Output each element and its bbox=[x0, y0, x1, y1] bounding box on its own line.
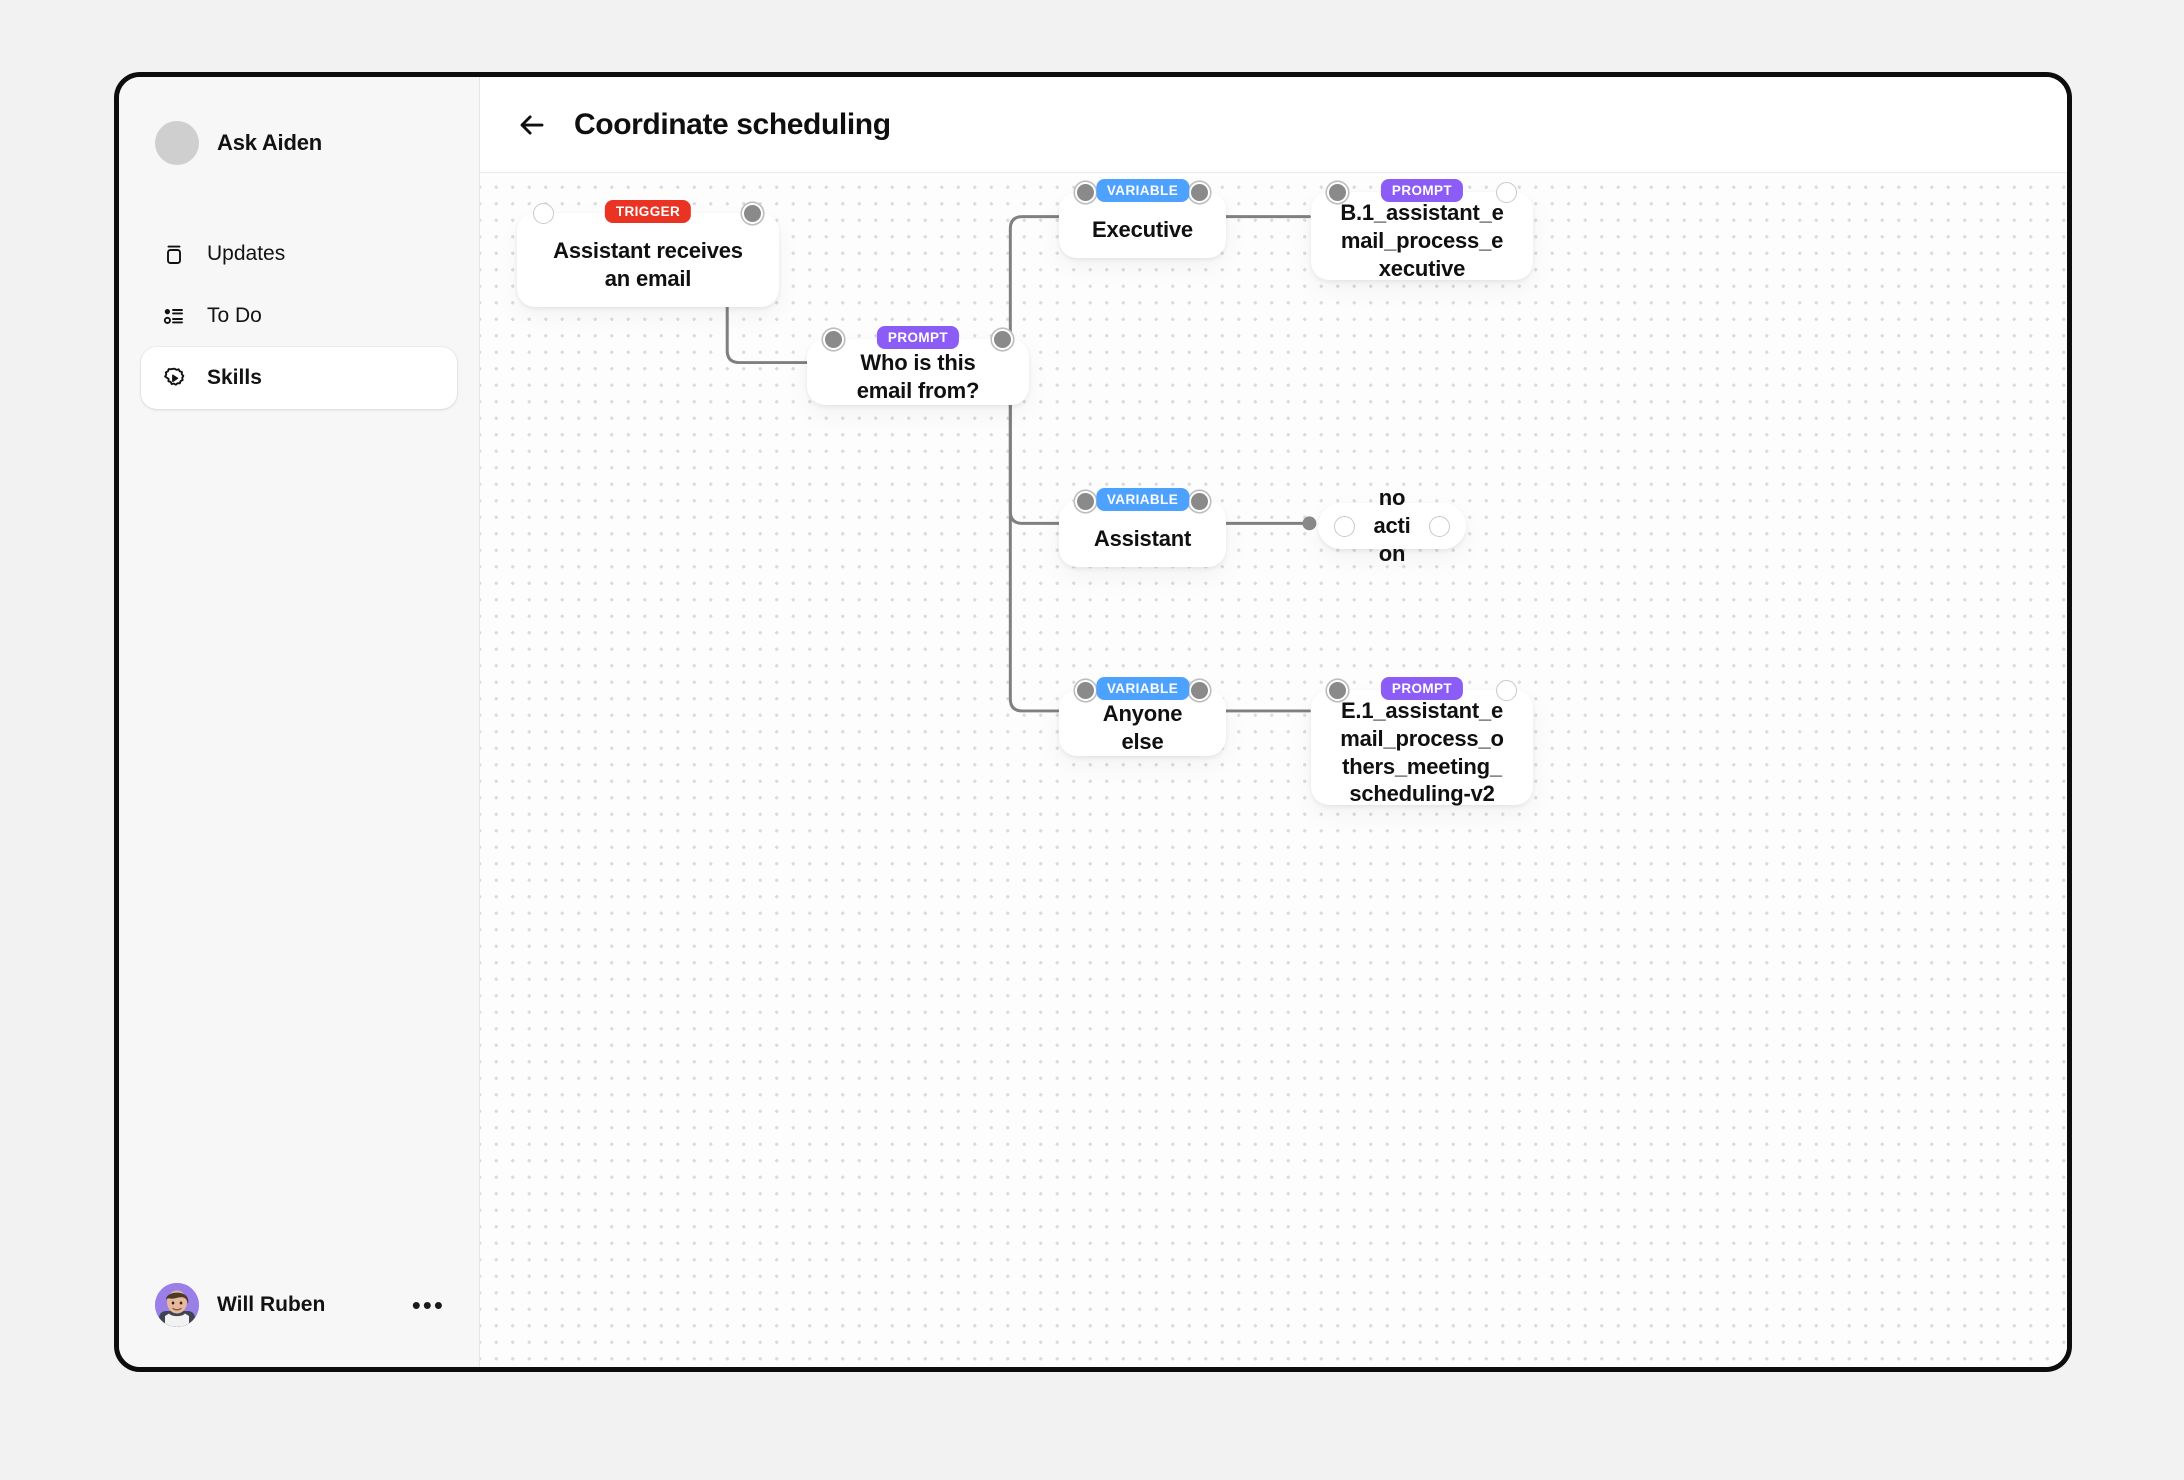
sidebar-nav: Updates To Do bbox=[119, 223, 479, 409]
node-handle-input[interactable] bbox=[1334, 515, 1355, 537]
sidebar-item-label: Updates bbox=[207, 242, 286, 265]
node-anyone-else[interactable]: VARIABLE Anyone else bbox=[1059, 677, 1226, 756]
node-handle-output[interactable] bbox=[1189, 181, 1210, 203]
node-handle-output[interactable] bbox=[1429, 515, 1450, 537]
node-badge: VARIABLE bbox=[1095, 488, 1190, 511]
node-title: Executive bbox=[1092, 217, 1193, 243]
sidebar-item-skills[interactable]: Skills bbox=[141, 347, 457, 409]
node-badge: PROMPT bbox=[1380, 179, 1464, 202]
user-footer[interactable]: Will Ruben ••• bbox=[119, 1283, 479, 1367]
checklist-icon bbox=[161, 303, 187, 329]
node-badge: PROMPT bbox=[1380, 677, 1464, 700]
node-handle-output[interactable] bbox=[1189, 679, 1210, 701]
node-badge: TRIGGER bbox=[604, 200, 692, 223]
node-handle-output[interactable] bbox=[1496, 679, 1517, 701]
sidebar: Ask Aiden Updates bbox=[119, 77, 480, 1367]
node-handle-output[interactable] bbox=[992, 328, 1013, 350]
node-b1-prompt[interactable]: PROMPT B.1_assistant_email_process_execu… bbox=[1311, 179, 1533, 281]
node-handle-input[interactable] bbox=[533, 202, 554, 224]
inbox-icon bbox=[161, 241, 187, 267]
gear-play-icon bbox=[161, 365, 187, 391]
user-more-button[interactable]: ••• bbox=[411, 1290, 445, 1320]
node-title: B.1_assistant_email_process_executive bbox=[1340, 200, 1504, 281]
node-handle-input[interactable] bbox=[1075, 679, 1096, 701]
node-badge: VARIABLE bbox=[1095, 179, 1190, 202]
node-title: Assistant bbox=[1093, 526, 1192, 552]
sidebar-item-label: Skills bbox=[207, 366, 262, 389]
app-window: Ask Aiden Updates bbox=[114, 72, 2072, 1372]
node-title: Anyone else bbox=[1102, 701, 1183, 754]
page-title: Coordinate scheduling bbox=[574, 107, 891, 141]
node-handle-input[interactable] bbox=[1327, 181, 1348, 203]
node-executive[interactable]: VARIABLE Executive bbox=[1059, 179, 1226, 258]
back-arrow-icon[interactable] bbox=[512, 105, 552, 145]
node-handle-output[interactable] bbox=[1189, 490, 1210, 512]
main-area: Coordinate scheduling bbox=[480, 77, 2067, 1367]
flow-canvas[interactable]: TRIGGER Assistant receives an email PROM… bbox=[480, 173, 2067, 1367]
sidebar-item-updates[interactable]: Updates bbox=[141, 223, 457, 285]
edge-prompt-anyone bbox=[970, 361, 1060, 713]
avatar-placeholder-icon bbox=[155, 121, 199, 165]
edge-endpoint-dot bbox=[1302, 516, 1317, 531]
brand[interactable]: Ask Aiden bbox=[119, 77, 479, 173]
node-badge: PROMPT bbox=[876, 326, 960, 349]
node-assistant[interactable]: VARIABLE Assistant bbox=[1059, 488, 1226, 567]
flow-edges bbox=[692, 215, 1317, 713]
topbar: Coordinate scheduling bbox=[480, 77, 2067, 173]
node-title: Who is this email from? bbox=[856, 350, 980, 403]
sidebar-item-todo[interactable]: To Do bbox=[141, 285, 457, 347]
node-handle-input[interactable] bbox=[1075, 490, 1096, 512]
node-badge: VARIABLE bbox=[1095, 677, 1190, 700]
node-handle-input[interactable] bbox=[1075, 181, 1096, 203]
node-title: no action bbox=[1373, 485, 1411, 566]
brand-name: Ask Aiden bbox=[217, 130, 322, 155]
node-handle-input[interactable] bbox=[1327, 679, 1348, 701]
user-name: Will Ruben bbox=[217, 1293, 326, 1316]
node-handle-output[interactable] bbox=[742, 202, 763, 224]
node-handle-output[interactable] bbox=[1496, 181, 1517, 203]
node-prompt[interactable]: PROMPT Who is this email from? bbox=[807, 326, 1029, 405]
node-e1-prompt[interactable]: PROMPT E.1_assistant_email_process_other… bbox=[1311, 677, 1533, 807]
node-handle-input[interactable] bbox=[823, 328, 844, 350]
sidebar-item-label: To Do bbox=[207, 304, 262, 327]
node-title: E.1_assistant_email_process_others_meeti… bbox=[1340, 698, 1504, 807]
node-trigger[interactable]: TRIGGER Assistant receives an email bbox=[517, 200, 779, 307]
node-no-action[interactable]: no action bbox=[1318, 485, 1466, 566]
node-title: Assistant receives an email bbox=[553, 238, 743, 291]
user-photo-avatar bbox=[155, 1283, 199, 1327]
